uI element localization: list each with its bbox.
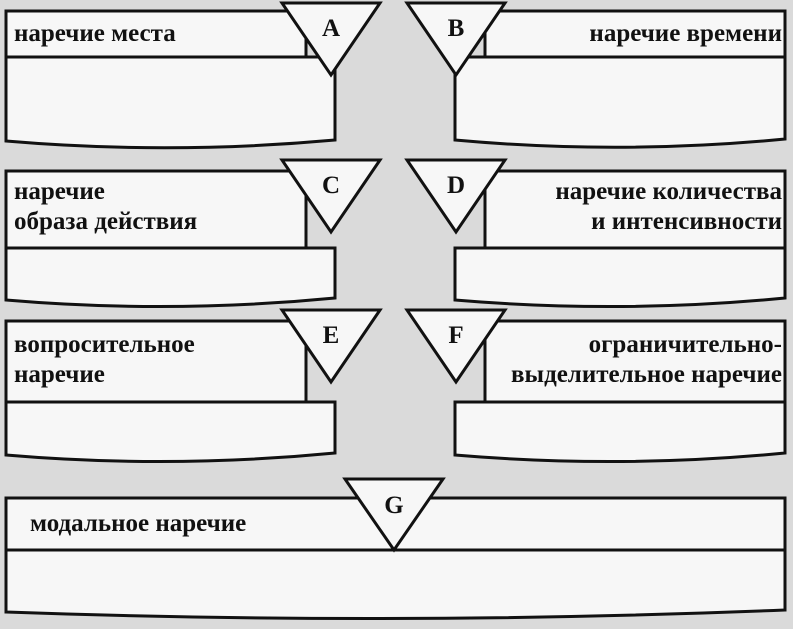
triangle-marker-g [342, 477, 446, 553]
label-g: модальное наречие [30, 510, 247, 537]
label-c: наречие образа действия [14, 178, 198, 235]
box-g [4, 477, 787, 621]
triangle-marker-b [404, 1, 508, 78]
letter-b: B [447, 15, 465, 42]
label-f: ограничительно- выделительное наречие [511, 331, 782, 388]
letter-d: D [446, 172, 466, 199]
letter-a: A [321, 15, 341, 42]
letter-g: G [384, 492, 404, 519]
letter-c: C [321, 172, 341, 199]
box-e [4, 308, 383, 464]
triangle-marker-a [279, 1, 383, 78]
letter-f: F [448, 322, 464, 349]
box-f [404, 308, 787, 464]
label-a: наречие места [14, 20, 176, 47]
triangle-marker-c [279, 158, 383, 235]
box-b [404, 1, 787, 149]
box-d [404, 158, 787, 309]
triangle-marker-f [404, 308, 508, 385]
triangle-marker-d [404, 158, 508, 235]
label-e: вопросительное наречие [14, 331, 195, 388]
letter-e: E [322, 322, 340, 349]
box-a [4, 1, 383, 150]
box-c [4, 158, 383, 309]
triangle-marker-e [279, 308, 383, 385]
label-b: наречие времени [589, 20, 782, 47]
label-d: наречие количества и интенсивности [555, 178, 782, 235]
